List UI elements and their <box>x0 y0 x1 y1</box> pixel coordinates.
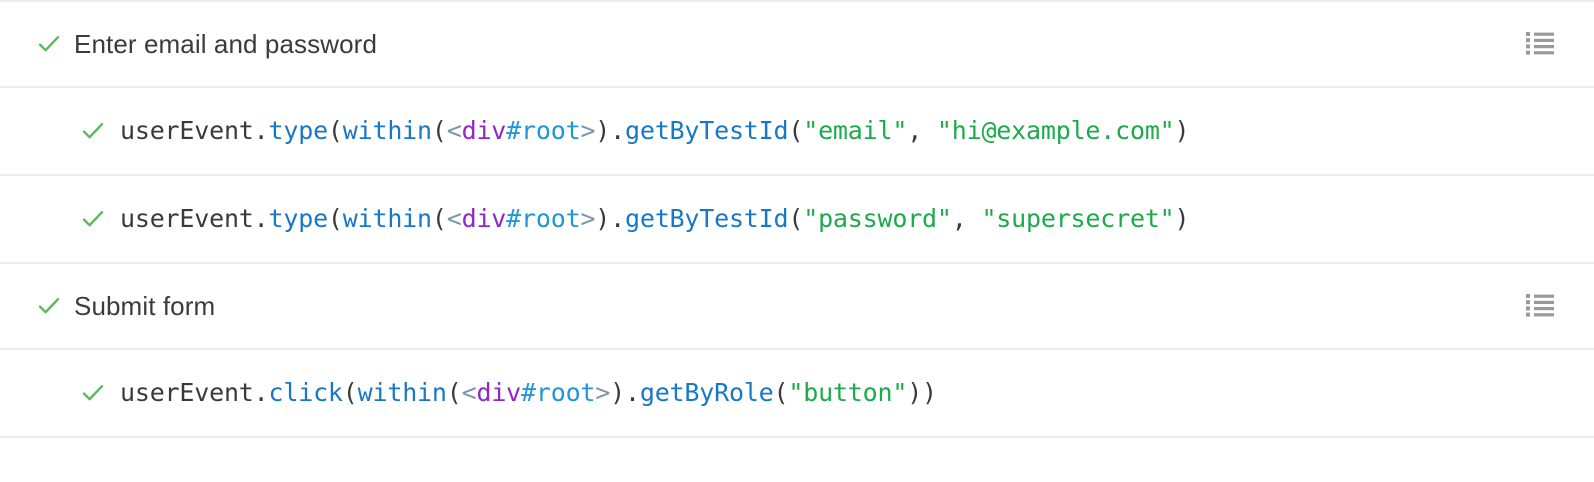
check-icon <box>80 380 106 406</box>
code-token: )) <box>907 378 937 407</box>
code-token: ( <box>342 378 358 407</box>
code-token: ( <box>788 116 804 145</box>
code-token: < <box>446 116 462 145</box>
code-token: , <box>951 204 982 233</box>
code-token: ) <box>1174 116 1190 145</box>
code-token: getByTestId <box>625 204 789 233</box>
code-token: ). <box>595 204 625 233</box>
code-token: , <box>907 116 937 145</box>
code-token: < <box>446 204 462 233</box>
test-command-code: userEvent.type(within(<div#root>).getByT… <box>120 116 1190 146</box>
code-token: #root <box>521 378 596 407</box>
code-token: getByTestId <box>625 116 789 145</box>
check-icon <box>80 206 106 232</box>
code-token: within <box>342 204 432 233</box>
test-command-code: userEvent.type(within(<div#root>).getByT… <box>120 204 1190 234</box>
test-assertion-row[interactable]: userEvent.type(within(<div#root>).getByT… <box>0 176 1594 264</box>
test-command-code: userEvent.click(within(<div#root>).getBy… <box>120 378 937 408</box>
test-assertion-row[interactable]: userEvent.click(within(<div#root>).getBy… <box>0 350 1594 438</box>
log-list-icon[interactable] <box>1526 294 1554 318</box>
code-token: within <box>342 116 432 145</box>
code-token: type <box>268 204 329 233</box>
check-icon <box>36 293 62 319</box>
code-token: > <box>580 116 596 145</box>
code-token: #root <box>506 116 581 145</box>
code-token: ). <box>595 116 625 145</box>
code-token: userEvent. <box>120 204 269 233</box>
code-token: > <box>580 204 596 233</box>
code-token: ( <box>788 204 804 233</box>
check-icon <box>36 31 62 57</box>
code-token: ) <box>1174 204 1190 233</box>
code-token: ( <box>431 116 447 145</box>
code-token: > <box>595 378 611 407</box>
code-token: ( <box>327 204 343 233</box>
code-token: "supersecret" <box>981 204 1175 233</box>
code-token: click <box>268 378 343 407</box>
code-token: type <box>268 116 329 145</box>
code-token: "hi@example.com" <box>936 116 1175 145</box>
code-token: ( <box>431 204 447 233</box>
test-group-row[interactable]: Submit form <box>0 264 1594 350</box>
code-token: "button" <box>788 378 908 407</box>
test-assertion-row[interactable]: userEvent.type(within(<div#root>).getByT… <box>0 88 1594 176</box>
code-token: "email" <box>803 116 908 145</box>
code-token: div <box>461 204 507 233</box>
test-group-title: Enter email and password <box>74 29 377 59</box>
code-token: userEvent. <box>120 378 269 407</box>
code-token: < <box>461 378 477 407</box>
code-token: ( <box>446 378 462 407</box>
test-group-row[interactable]: Enter email and password <box>0 2 1594 88</box>
log-list-icon[interactable] <box>1526 32 1554 56</box>
code-token: #root <box>506 204 581 233</box>
check-icon <box>80 118 106 144</box>
code-token: ( <box>773 378 789 407</box>
code-token: "password" <box>803 204 952 233</box>
code-token: userEvent. <box>120 116 269 145</box>
code-token: div <box>476 378 522 407</box>
test-group-title: Submit form <box>74 291 216 321</box>
code-token: getByRole <box>639 378 774 407</box>
code-token: ). <box>610 378 640 407</box>
code-token: ( <box>327 116 343 145</box>
code-token: within <box>357 378 447 407</box>
code-token: div <box>461 116 507 145</box>
